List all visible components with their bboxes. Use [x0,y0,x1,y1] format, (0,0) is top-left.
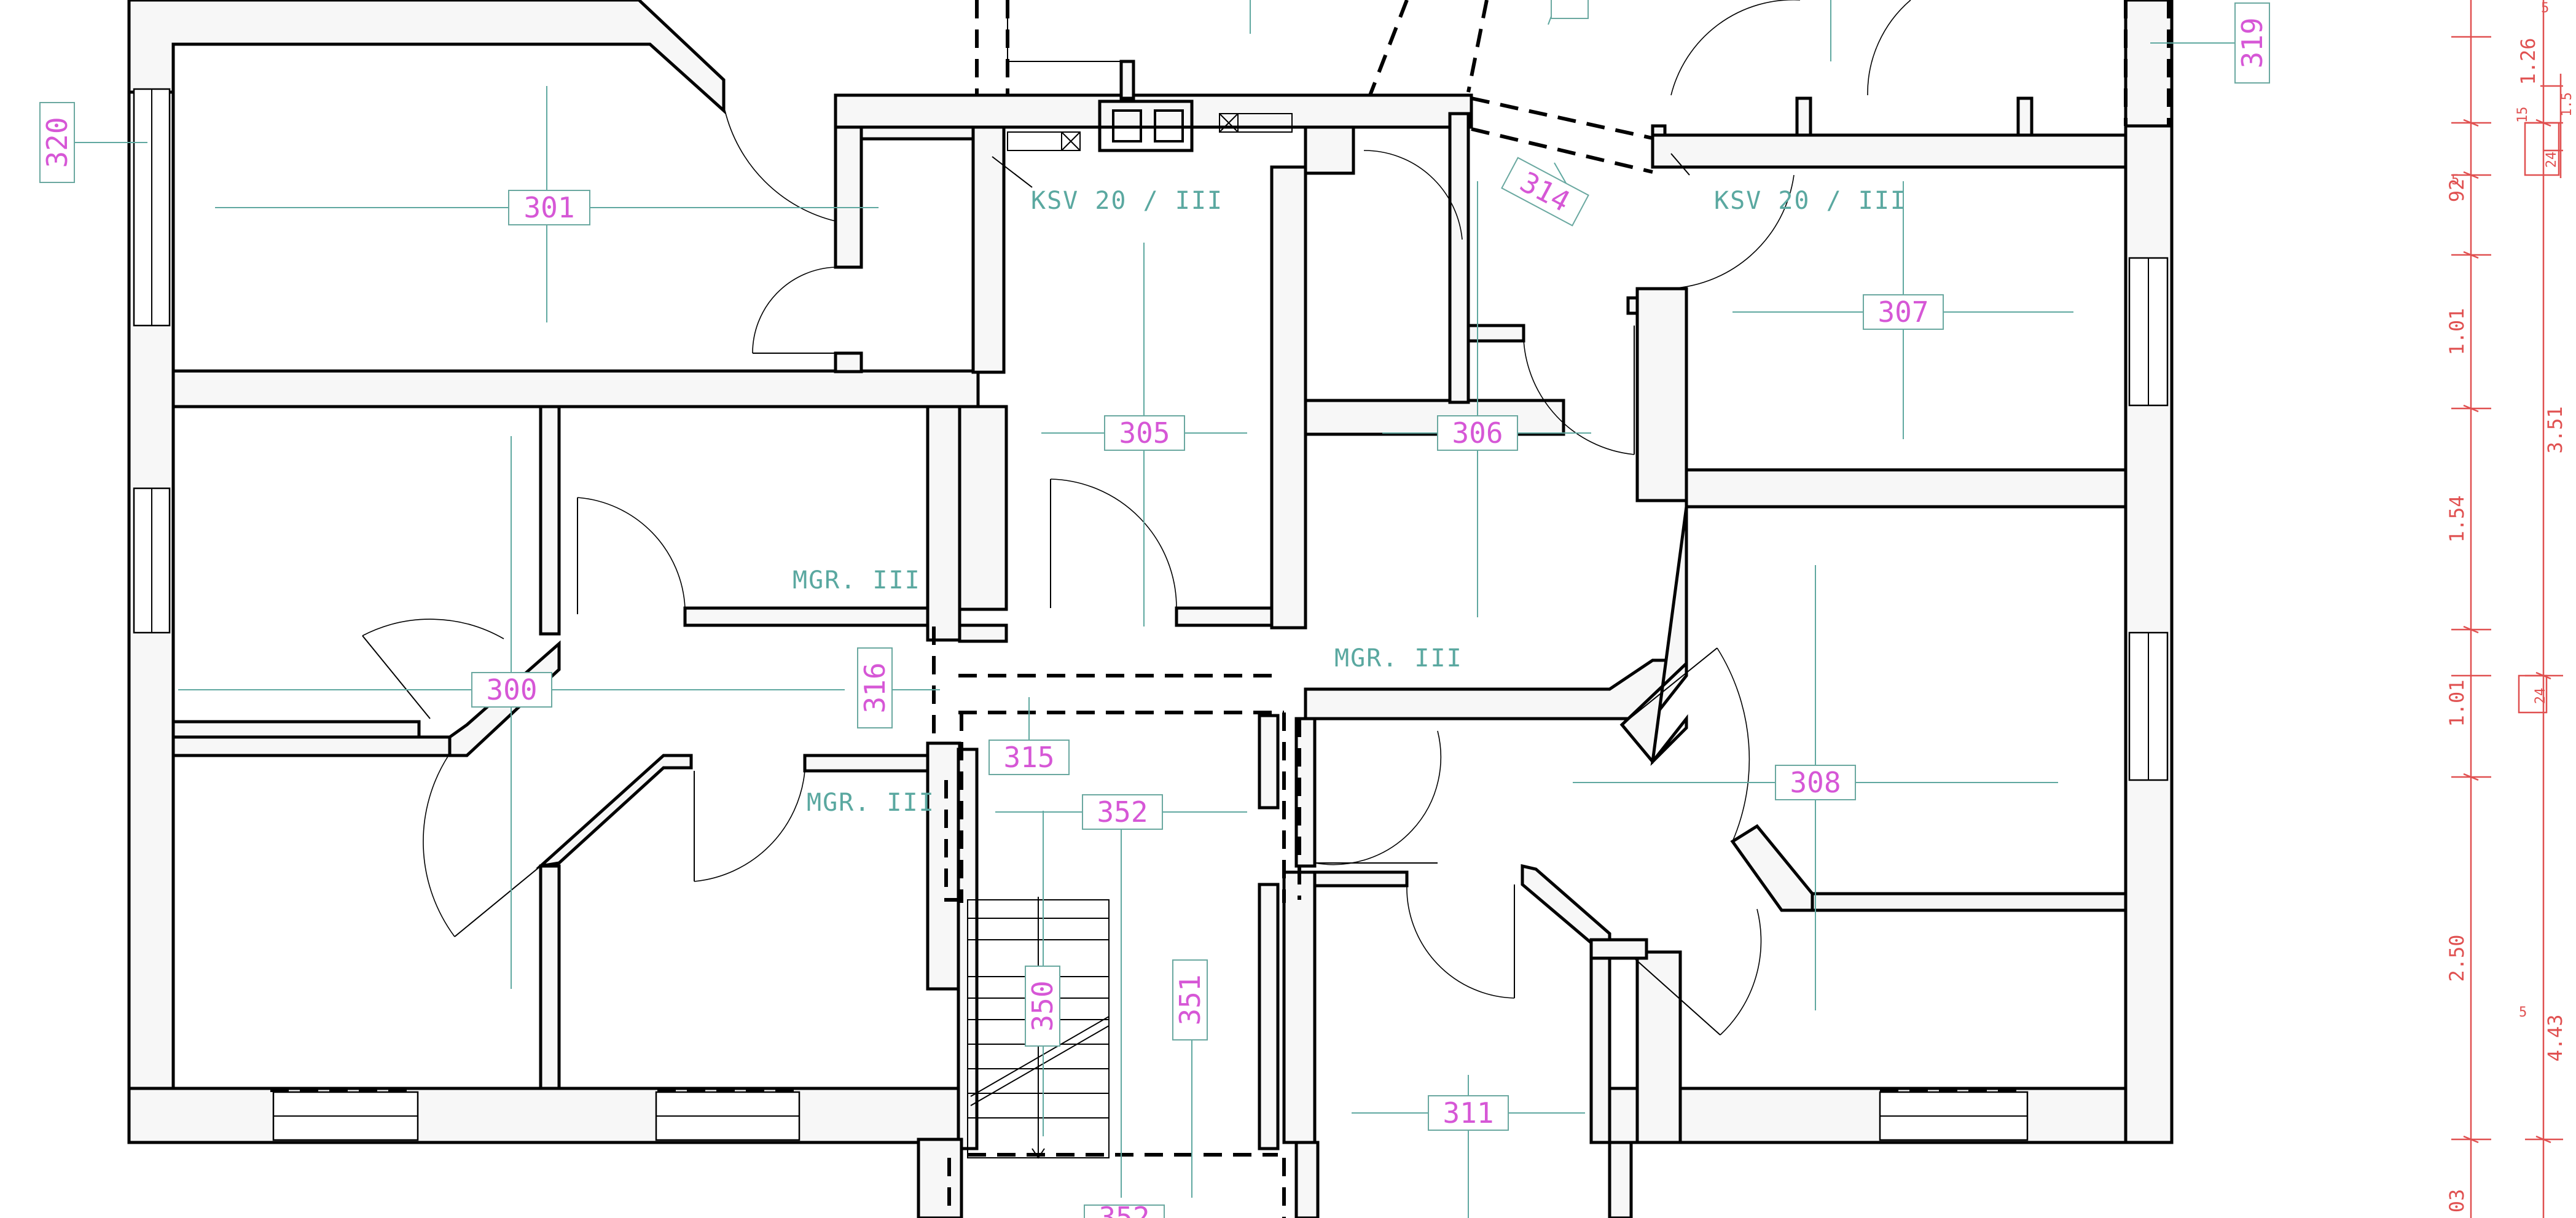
room-number-301: 301 [523,191,574,224]
dimension-chain: 1.26 3.51 4.43 92 1.01 1.54 1.01 2.50 03… [2445,0,2575,1218]
room-tag-350: 350 [1025,966,1060,1047]
dim-inner-1: 92 [2445,179,2468,203]
dim-outer-1: 1.26 [2516,37,2540,85]
dim-small-6: 1.5 [2559,92,2575,117]
room-tag-352-lower: 352 [1084,1201,1165,1218]
room-tag-352: 352 [1082,794,1163,830]
walls [127,0,2174,1218]
room-tag-partial-top [1551,0,1589,19]
room-number-307: 307 [1877,295,1928,329]
fixtures [992,0,1690,188]
doors [362,0,2034,1036]
room-tag-308: 308 [1775,765,1856,800]
room-number-308: 308 [1790,766,1841,799]
dim-small-5: 24 [2533,688,2548,705]
annotations: KSV 20 / III KSV 20 / III MGR. III MGR. … [793,187,1906,817]
room-tag-320: 320 [39,102,75,183]
room-tag-307: 307 [1863,294,1944,330]
room-number-320: 320 [41,117,74,168]
dim-inner-5: 2.50 [2445,934,2468,982]
room-number-315: 315 [1003,741,1054,774]
room-number-352: 352 [1097,795,1148,829]
windows [133,88,2169,1141]
room-tag-306: 306 [1437,415,1518,451]
note-mgr-lower: MGR. III [807,789,935,817]
note-mgr-right: MGR. III [1334,644,1463,673]
room-number-319: 319 [2236,17,2269,68]
room-number-305: 305 [1119,416,1170,450]
room-number-351: 351 [1173,974,1207,1025]
room-number-300: 300 [486,673,537,706]
room-tag-351: 351 [1172,959,1208,1040]
dim-inner-2: 1.01 [2445,308,2468,355]
room-crosshairs [55,0,2252,1218]
dim-inner-6: 03 [2445,1189,2468,1213]
dim-outer-2: 3.51 [2543,406,2567,453]
room-number-306: 306 [1452,416,1503,450]
room-tag-315: 315 [989,740,1070,775]
room-number-316: 316 [858,662,891,713]
dim-inner-4: 1.01 [2445,679,2468,727]
note-ksv-left: KSV 20 / III [1031,187,1223,215]
room-tag-311: 311 [1428,1095,1509,1131]
room-tag-301: 301 [508,190,590,225]
room-tag-316: 316 [857,647,893,728]
note-ksv-right: KSV 20 / III [1714,187,1906,215]
dim-small-1: 5 [2451,173,2459,188]
dashed-walls [270,0,2171,1218]
room-number-311: 311 [1443,1096,1494,1130]
room-number-352-lower: 352 [1098,1201,1149,1218]
room-tag-305: 305 [1104,415,1185,451]
dim-outer-3: 4.43 [2543,1014,2567,1061]
room-number-350: 350 [1026,980,1059,1031]
dim-inner-3: 1.54 [2445,495,2468,542]
room-tag-319: 319 [2234,2,2270,84]
dim-small-7: 5 [2519,1005,2527,1020]
room-tag-300: 300 [471,672,552,708]
room-tag-314: 314 [1501,157,1589,227]
room-tags: 301 300 305 306 307 308 311 315 [39,0,2270,1218]
dim-small-4: 5 [2541,1,2549,16]
dim-small-2: 15 [2515,107,2531,123]
dim-small-3: 24 [2544,152,2559,168]
note-mgr-upper: MGR. III [793,566,921,595]
